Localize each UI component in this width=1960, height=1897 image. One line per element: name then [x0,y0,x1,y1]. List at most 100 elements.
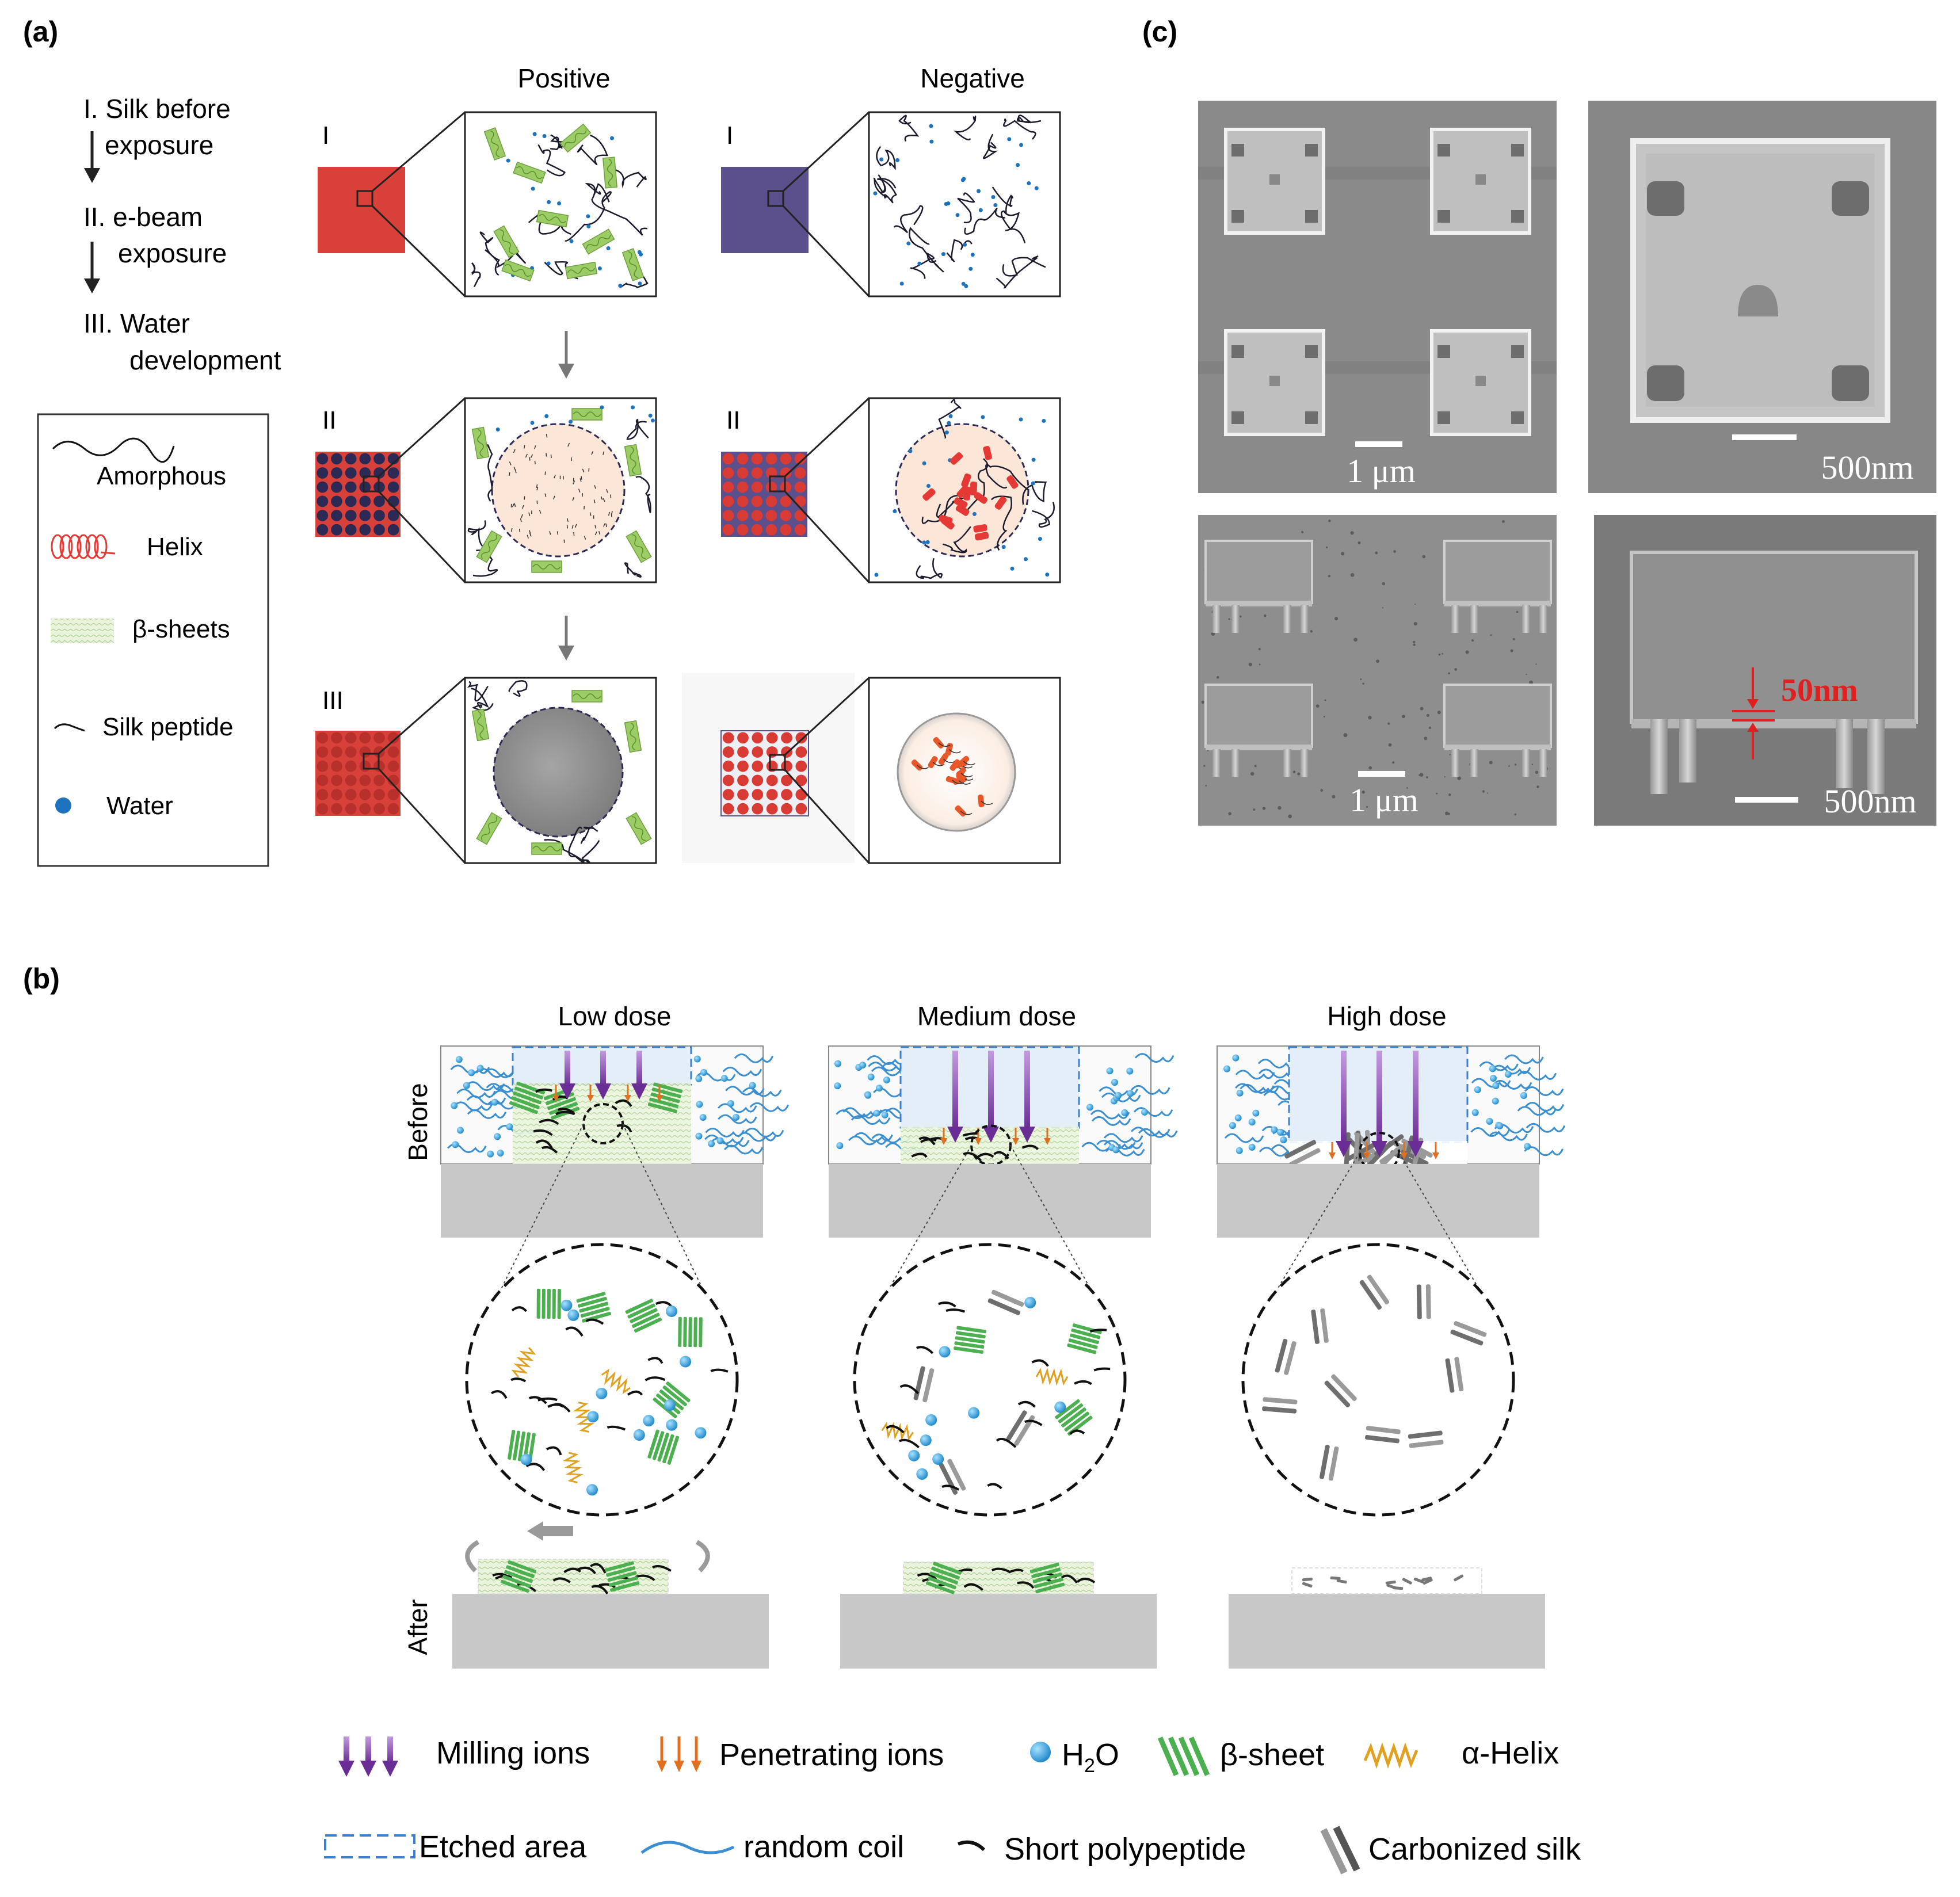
beta-sheet [493,225,520,258]
remaining-pattern [1291,1567,1482,1594]
chain [996,255,1039,289]
chain [932,761,945,766]
exposure-dot [794,495,806,507]
speck [1259,663,1261,666]
row-after-label: After [403,1599,433,1655]
random-coil [1504,1054,1544,1064]
short-peptide [600,496,603,500]
carbon-fragment [1402,1578,1412,1585]
carbon-fragment [1336,1579,1347,1584]
exposure-dot [387,746,399,758]
water-molecule [567,1309,579,1321]
legend-amorphous: Amorphous [97,462,226,490]
water-dot [1027,181,1031,186]
water-molecule-icon [1030,1742,1051,1762]
water-dot [970,253,975,257]
speck [1512,638,1515,640]
speck [1250,772,1254,776]
chain [565,191,612,242]
speck [1428,726,1432,729]
water-molecule [733,1113,740,1121]
water-dot [648,413,653,418]
water-molecule [696,1101,703,1108]
water-dot [586,224,591,229]
chain [487,444,493,502]
speck [1536,785,1539,788]
short-polypeptide [585,1318,604,1325]
short-peptide [594,531,597,536]
short-peptide [509,461,512,465]
carbon-fragment [1413,1577,1424,1583]
beta-sheet [925,1562,962,1594]
speck [1516,610,1519,613]
short-polypeptide [710,1368,729,1373]
short-peptide [524,445,525,449]
water-molecule [925,1414,937,1426]
short-peptide [578,488,581,493]
exposure-dot [765,453,777,465]
random-coil [1524,1102,1565,1112]
water-molecule [497,1150,504,1157]
helix-segment [970,481,978,496]
exposure-dot [722,746,734,758]
water-dot [600,405,604,410]
exposure-dot [751,524,763,536]
chain [957,192,975,224]
beta-strand [1157,1736,1179,1776]
exposure-dot [781,746,792,758]
water-molecule [1276,1128,1284,1136]
carbonized-silk-icon [1320,1826,1360,1875]
random-coil [1235,1070,1275,1080]
short-peptide [605,523,607,528]
pos-row-III: III [322,686,344,715]
step-1-line1: I. Silk before [83,94,231,124]
chain [981,800,993,805]
legend-random-coil: random coil [743,1830,904,1864]
short-peptide [520,518,522,522]
short-peptide [603,498,605,502]
exposure-dot-grid [317,453,399,536]
water-dot [637,250,642,254]
chain [952,780,964,784]
exposure-dot [331,481,342,493]
helix-segment [973,524,987,533]
water-dot [964,284,968,288]
exposure-dot [331,789,342,800]
carbonized-silk [1284,1140,1321,1167]
short-peptide [594,485,596,489]
water-dot [874,572,879,577]
speck [1253,808,1256,811]
random-coil [737,1132,777,1142]
short-polypeptide [577,1566,596,1575]
exposure-dot [780,524,792,536]
water-molecule [1112,1146,1120,1154]
exposure-dot [722,495,734,507]
sem-image-bottom-left: 1 μm [1198,515,1557,826]
water-molecule [456,1127,464,1134]
exposure-dot [331,495,342,507]
exposure-dot [387,760,399,772]
short-peptide [598,530,601,535]
short-peptide [573,480,575,484]
water-molecule [476,1064,484,1072]
sem-square [1224,128,1325,235]
random-coil [718,1114,757,1124]
carbon-fragment [1302,1577,1313,1582]
water-dot [944,202,948,207]
exposure-dot [345,774,357,787]
slide-arrow [542,1526,573,1536]
exposure-dot [722,481,734,493]
chain [1003,118,1036,140]
water-molecule [1232,1054,1240,1062]
curved-arrow [465,1540,480,1572]
exposure-dot [795,803,807,815]
water-dot [597,266,602,271]
water-molecule [920,1434,932,1446]
speck [1490,634,1492,636]
speck [1392,761,1395,764]
exposure-dot [751,453,763,465]
beta-strand [1168,1736,1189,1776]
water-molecule [1086,1104,1093,1111]
water-molecule [695,1132,703,1140]
sem-image-top-right: 500nm [1588,101,1936,493]
